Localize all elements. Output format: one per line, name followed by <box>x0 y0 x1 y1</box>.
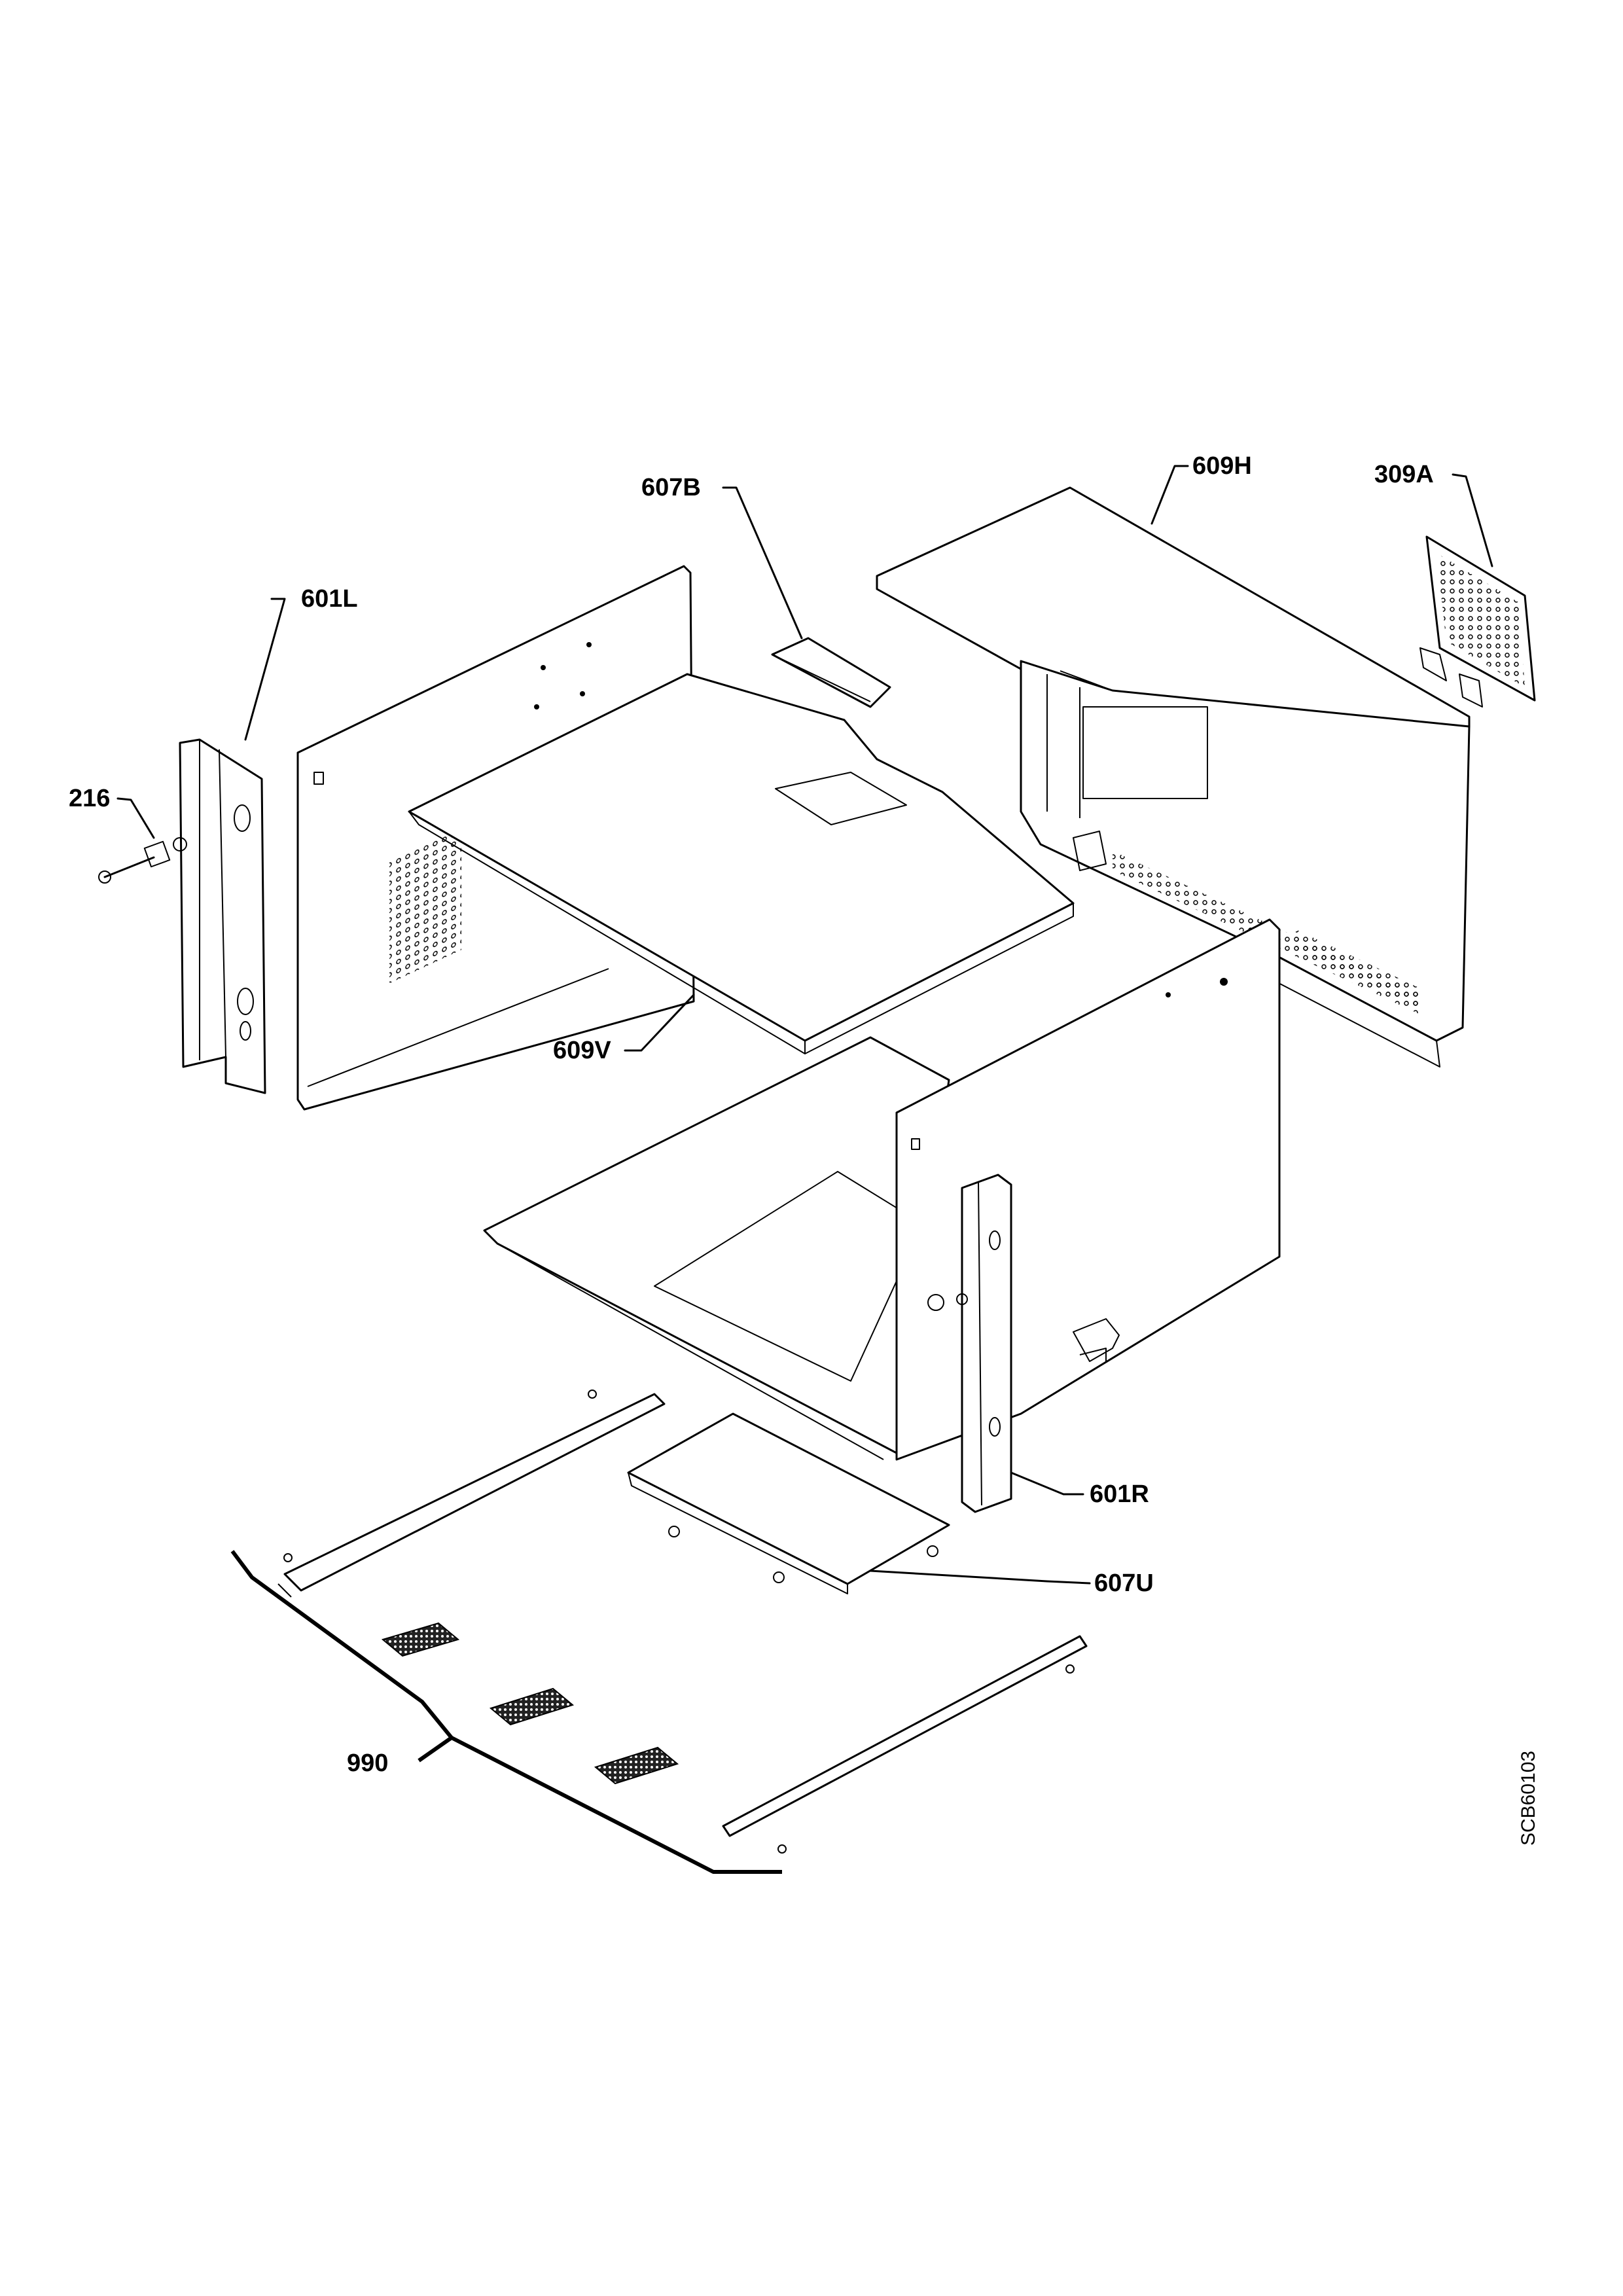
label-607B: 607B <box>641 474 701 501</box>
front-rail <box>277 1390 666 1598</box>
perforated-plate-309A <box>1419 535 1536 708</box>
bottom-plate-607U <box>627 1412 950 1594</box>
screw-216 <box>98 837 187 884</box>
label-601R: 601R <box>1090 1480 1149 1508</box>
drawing-code: SCB60103 <box>1518 1751 1539 1846</box>
bracket-601L <box>179 738 266 1094</box>
leader-lines <box>116 465 1493 1585</box>
right-side-panel <box>895 918 1281 1461</box>
label-609H: 609H <box>1192 452 1252 480</box>
label-309A: 309A <box>1374 461 1434 488</box>
label-216: 216 <box>69 785 110 812</box>
label-609V: 609V <box>553 1037 611 1064</box>
rear-rail <box>722 1635 1088 1854</box>
bottom-tray <box>483 1036 950 1460</box>
bracket-601R <box>927 1174 1012 1513</box>
label-601L: 601L <box>301 585 358 613</box>
top-panel-609V <box>408 673 1075 1054</box>
felt-pads-990 <box>381 1622 679 1785</box>
label-990: 990 <box>347 1749 388 1777</box>
group-bracket-990 <box>230 1550 782 1874</box>
insulation-607B <box>771 637 891 708</box>
label-607U: 607U <box>1094 1570 1154 1597</box>
